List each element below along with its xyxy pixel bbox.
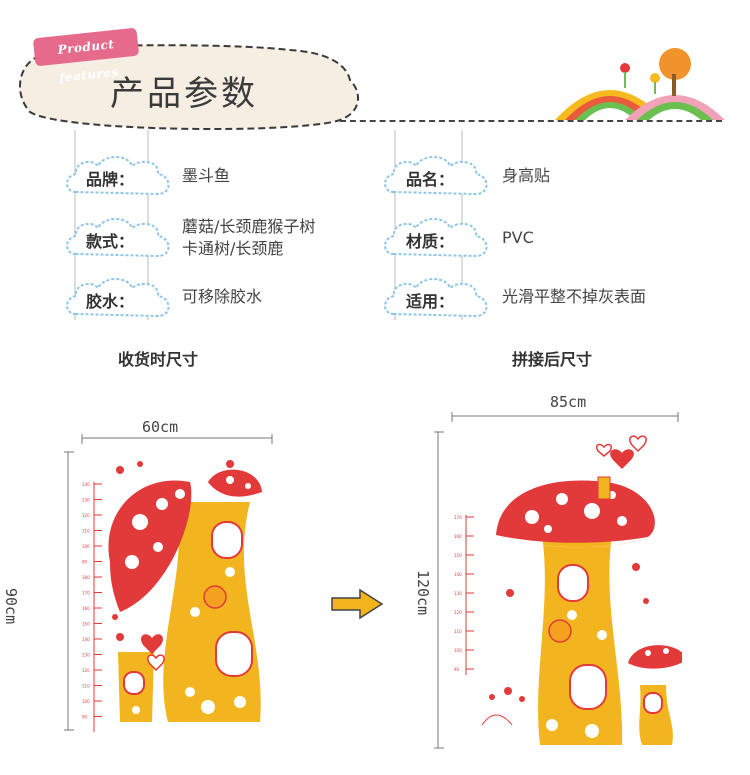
style-value-line-2: 卡通树/长颈鹿 bbox=[182, 239, 284, 258]
material-value: PVC bbox=[502, 228, 534, 247]
ruler-tick-label: 110 bbox=[454, 629, 462, 634]
ruler-tick-label: 120 bbox=[82, 513, 90, 518]
rainbow-hills-icon bbox=[555, 48, 725, 120]
before-height-label: 90cm bbox=[2, 588, 20, 625]
ruler-tick-label: 90 bbox=[82, 715, 88, 720]
after-dimension-lines bbox=[434, 412, 679, 749]
param-row-material: 材质： PVC bbox=[380, 212, 710, 264]
glue-value: 可移除胶水 bbox=[182, 287, 263, 306]
ruler-tick-label: 110 bbox=[82, 529, 90, 534]
ruler-tick-label: 120 bbox=[82, 668, 90, 673]
ruler-tick-label: 160 bbox=[82, 606, 90, 611]
ruler-tick-label: 180 bbox=[82, 575, 90, 580]
ruler-tick-label: 150 bbox=[454, 553, 462, 558]
ruler-tick-label: 140 bbox=[454, 572, 462, 577]
ruler-tick-label: 100 bbox=[82, 544, 90, 549]
ruler-tick-label: 150 bbox=[82, 622, 90, 627]
ruler-tick-label: 110 bbox=[82, 684, 90, 689]
usage-value: 光滑平整不掉灰表面 bbox=[502, 287, 647, 306]
header-divider bbox=[340, 120, 722, 122]
cloud-icon bbox=[384, 156, 488, 196]
cloud-icon bbox=[384, 278, 488, 318]
after-width-label: 85cm bbox=[550, 393, 587, 411]
mushroom-sticker-image: 140 130 120 110 100 90 180 170 160 150 140 130 120 11… bbox=[80, 452, 270, 737]
ruler-tick-label: 100 bbox=[454, 648, 462, 653]
cloud-icon bbox=[66, 218, 170, 258]
ruler-tick-label: 90 bbox=[82, 560, 88, 565]
ruler-tick-label: 170 bbox=[454, 515, 462, 520]
ruler-tick-label: 90 bbox=[454, 667, 460, 672]
ruler-tick-label: 130 bbox=[82, 653, 90, 658]
ruler-tick-label: 140 bbox=[82, 637, 90, 642]
mushroom-assembled-image: 170 160 150 140 130 120 110 100 90 bbox=[454, 435, 688, 745]
page-title: 产品参数 bbox=[110, 74, 258, 114]
ruler-tick-label: 130 bbox=[454, 591, 462, 596]
after-size-caption: 拼接后尺寸 bbox=[512, 350, 593, 369]
ruler-tick-label: 140 bbox=[82, 482, 90, 487]
cloud-icon bbox=[384, 218, 488, 258]
param-row-usage: 适用： 光滑平整不掉灰表面 bbox=[380, 274, 710, 324]
param-row-brand: 品牌： 墨斗鱼 bbox=[62, 152, 372, 202]
material-label: 材质： bbox=[406, 232, 455, 251]
brand-label: 品牌： bbox=[86, 170, 135, 189]
before-dimension-lines bbox=[64, 434, 273, 731]
param-row-glue: 胶水： 可移除胶水 bbox=[62, 274, 372, 324]
ruler-tick-label: 100 bbox=[82, 699, 90, 704]
header-banner: Product features 产品参数 bbox=[0, 0, 750, 140]
name-label: 品名： bbox=[406, 170, 455, 189]
name-value: 身高贴 bbox=[502, 166, 551, 185]
before-sticker-sheet: 140 130 120 110 100 90 180 170 160 150 140 130 120 11… bbox=[80, 452, 270, 737]
ruler-tick-label: 170 bbox=[82, 591, 90, 596]
after-sticker-assembled: 170 160 150 140 130 120 110 100 90 bbox=[452, 425, 688, 755]
style-value-line-1: 蘑菇/长颈鹿猴子树 bbox=[182, 217, 316, 236]
ruler-tick-label: 120 bbox=[454, 610, 462, 615]
cloud-icon bbox=[66, 156, 170, 196]
ruler-tick-label: 160 bbox=[454, 534, 462, 539]
ruler-tick-label: 130 bbox=[82, 498, 90, 503]
param-row-name: 品名： 身高贴 bbox=[380, 152, 710, 202]
after-height-label: 120cm bbox=[414, 570, 432, 616]
brand-value: 墨斗鱼 bbox=[182, 166, 231, 185]
glue-label: 胶水： bbox=[86, 292, 135, 311]
cloud-icon bbox=[66, 278, 170, 318]
usage-label: 适用： bbox=[406, 292, 455, 311]
arrow-right-icon bbox=[331, 588, 384, 620]
style-label: 款式： bbox=[86, 232, 135, 251]
before-size-caption: 收货时尺寸 bbox=[118, 350, 199, 369]
before-width-label: 60cm bbox=[142, 418, 179, 436]
param-row-style: 款式： 蘑菇/长颈鹿猴子树 卡通树/长颈鹿 bbox=[62, 212, 372, 264]
